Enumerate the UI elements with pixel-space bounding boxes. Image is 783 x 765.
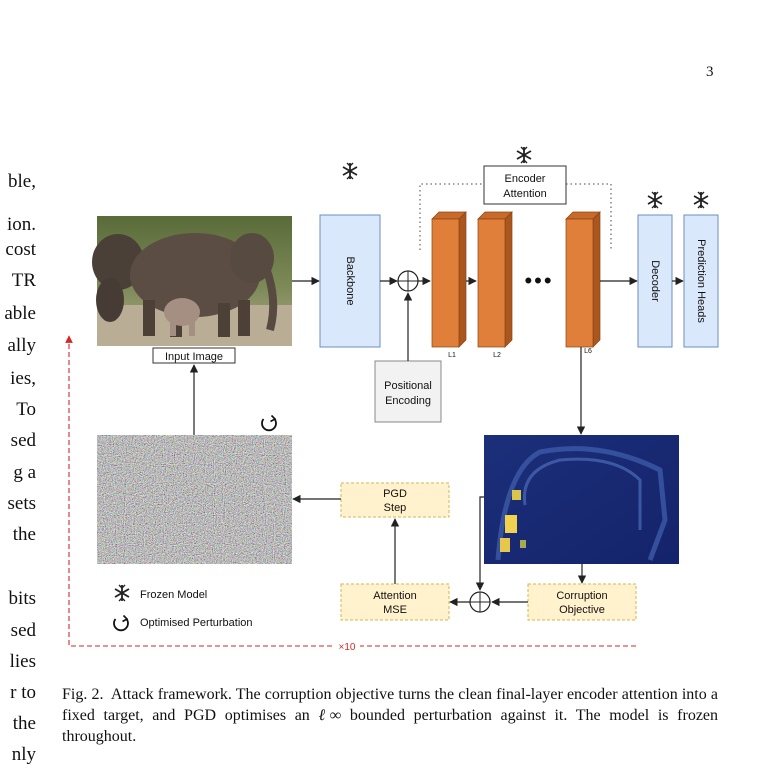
left-text-fragment: To xyxy=(16,399,36,420)
sum-node xyxy=(397,270,419,292)
prediction-heads-label: Prediction Heads xyxy=(695,239,707,323)
backbone-block xyxy=(319,214,381,348)
left-text-fragment: nly xyxy=(11,744,36,765)
left-column-text: ble, ion. cost TR able ally ies, To sed … xyxy=(0,0,40,765)
caption-linf-symbol: ℓ∞ xyxy=(318,707,342,724)
left-text-fragment: the xyxy=(12,524,36,545)
sum-node xyxy=(469,591,491,613)
snowflake-icon xyxy=(114,584,130,602)
left-text-fragment: TR xyxy=(11,270,36,291)
input-image-label: Input Image xyxy=(165,351,223,363)
decoder-label: Decoder xyxy=(649,260,661,302)
left-text-fragment: bits xyxy=(8,588,36,609)
left-text-fragment: r to xyxy=(10,682,36,703)
input-image xyxy=(92,216,292,346)
iteration-loop xyxy=(65,335,636,647)
left-text-fragment: the xyxy=(12,713,36,734)
attention-mse-label-line2: MSE xyxy=(383,604,407,616)
layers-ellipsis: ••• xyxy=(524,268,553,293)
prediction-heads-block xyxy=(683,214,719,348)
pgd-step-label-line1: PGD xyxy=(383,488,407,500)
encoder-attention-label-line2: Attention xyxy=(503,188,546,200)
input-image-label-box xyxy=(152,347,236,364)
positional-encoding-block xyxy=(374,360,442,423)
left-text-fragment: lies xyxy=(9,651,36,672)
perturbation-image xyxy=(97,435,292,564)
legend-optimised-perturbation: Optimised Perturbation xyxy=(140,617,253,629)
positional-encoding-label-line2: Encoding xyxy=(385,395,431,407)
snowflake-icon xyxy=(647,191,663,209)
corruption-objective-label-line2: Objective xyxy=(559,604,605,616)
snowflake-icon xyxy=(516,146,532,164)
pgd-step-block xyxy=(340,482,450,518)
positional-encoding-label-line1: Positional xyxy=(384,380,432,392)
page-number: 3 xyxy=(706,64,714,80)
caption-prefix: Fig. 2. xyxy=(62,686,104,703)
caption-line2a: encoder attention into a fixed target, a… xyxy=(62,686,719,724)
caption-line1: Attack framework. The corruption objecti… xyxy=(110,686,563,703)
layer-label-l2: L2 xyxy=(493,352,501,359)
encoder-layer-l6 xyxy=(565,211,601,348)
encoder-layer-l1 xyxy=(431,211,467,348)
encoder-attention-label-line1: Encoder xyxy=(505,173,546,185)
left-text-fragment: g a xyxy=(13,462,36,483)
caption-line3: perturbation against it. The model is fr… xyxy=(62,707,719,745)
refresh-icon xyxy=(261,414,277,432)
encoder-attention-box xyxy=(483,165,567,205)
attention-mse-block xyxy=(340,583,450,621)
backbone-label: Backbone xyxy=(344,257,356,306)
decoder-block xyxy=(637,214,673,348)
left-text-fragment: ies, xyxy=(10,368,36,389)
loop-count-label: ×10 xyxy=(339,642,356,653)
encoder-layer-l2 xyxy=(477,211,513,348)
figure-caption: Fig. 2. Attack framework. The corruption… xyxy=(62,684,718,747)
snowflake-icon xyxy=(693,191,709,209)
left-text-fragment: ally xyxy=(7,335,37,356)
attention-mse-label-line1: Attention xyxy=(373,590,416,602)
left-text-fragment: able xyxy=(4,303,36,324)
left-text-fragment: ion. xyxy=(6,214,36,235)
corruption-objective-label-line1: Corruption xyxy=(556,590,607,602)
left-text-fragment: sed xyxy=(10,620,36,641)
layer-label-l6: L6 xyxy=(584,348,592,355)
left-text-fragment: ble, xyxy=(8,171,36,192)
left-text-fragment: sed xyxy=(10,430,36,451)
left-text-fragment: sets xyxy=(7,493,37,514)
caption-line2b: bounded xyxy=(349,707,405,724)
left-text-fragment: cost xyxy=(5,239,36,260)
legend-frozen-model: Frozen Model xyxy=(140,589,207,601)
attention-map xyxy=(484,435,679,564)
refresh-icon xyxy=(113,614,129,632)
pgd-step-label-line2: Step xyxy=(384,502,407,514)
layer-label-l1: L1 xyxy=(448,352,456,359)
snowflake-icon xyxy=(342,162,358,180)
